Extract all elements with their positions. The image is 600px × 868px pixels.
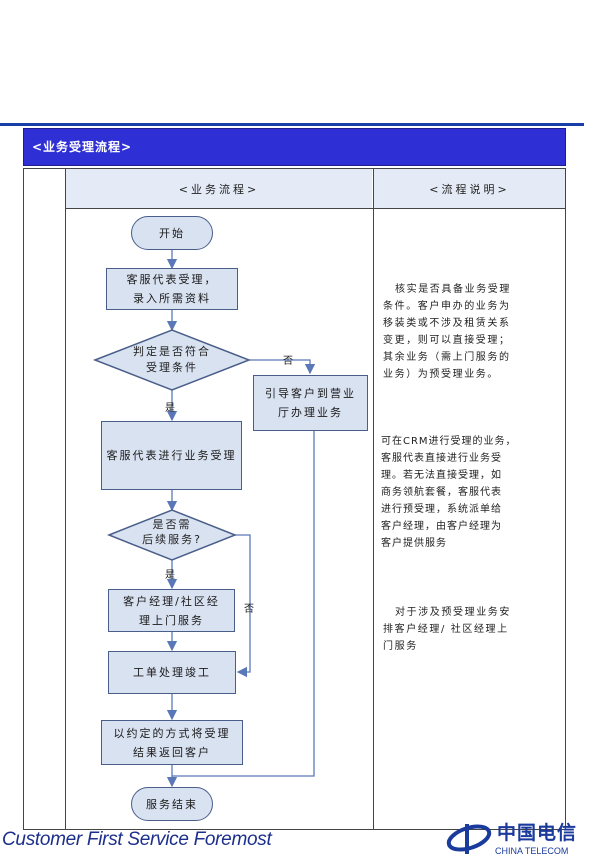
visit-line-1: 客户经理/社区经: [123, 594, 220, 608]
arrow-followup-complete: [233, 534, 251, 678]
note-crm-process: 可在CRM进行受理的业务， 客服代表直接进行业务受 理。若无法直接受理，如 商务…: [381, 433, 563, 552]
complete-node: 工单处理竣工: [108, 651, 236, 694]
arrow-guide-end: [172, 431, 315, 777]
note2-line-5: 进行预受理，系统派单给: [381, 504, 502, 515]
process-node: 客服代表进行业务受理: [101, 421, 242, 490]
end-node: 服务结束: [131, 787, 213, 821]
logo-chinese-name: 中国电信: [497, 822, 578, 844]
note-accept-condition: 核实是否具备业务受理 条件。客户申办的业务为 移装类或不涉及租赁关系 变更，则可…: [383, 281, 561, 383]
accept-line-1: 客服代表受理，: [126, 273, 218, 286]
desc-header-cell: [374, 169, 565, 208]
arrow-check-guide: [249, 359, 316, 375]
return-line-1: 以约定的方式将受理: [113, 726, 231, 740]
check-diamond: [92, 329, 252, 391]
desc-column-header: <流程说明>: [429, 183, 510, 196]
note1-line-5: 其余业务（需上门服务的: [383, 352, 511, 363]
guide-node: 引导客户到营业 厅办理业务: [253, 375, 368, 431]
yes-label-2: 是: [165, 570, 175, 581]
check-line-1: 判定是否符合: [133, 345, 211, 358]
accept-line-2: 录入所需资料: [133, 292, 211, 305]
col-divider-right: [373, 168, 374, 830]
note1-line-4: 变更，则可以直接受理；: [383, 335, 511, 346]
note1-line-6: 业务）为预受理业务。: [383, 369, 499, 380]
flow-header-cell: [66, 169, 372, 208]
no-label-1: 否: [283, 356, 293, 367]
followup-diamond: [106, 509, 238, 561]
followup-label: 是否需 后续服务?: [125, 517, 219, 547]
guide-line-1: 引导客户到营业: [265, 387, 356, 400]
footer-slogan: Customer First Service Foremost: [2, 829, 272, 850]
china-telecom-logo-icon: [446, 824, 492, 854]
top-rule: [0, 123, 584, 126]
note1-line-3: 移装类或不涉及租赁关系: [383, 318, 511, 329]
note2-line-3: 理。若无法直接受理，如: [381, 470, 502, 481]
return-node: 以约定的方式将受理 结果返回客户: [101, 720, 243, 765]
visit-line-2: 理上门服务: [139, 613, 204, 627]
header-row-divider: [65, 208, 566, 209]
note3-line-2: 排客户经理/ 社区经理上: [383, 624, 509, 635]
check-line-2: 受理条件: [146, 361, 198, 374]
note2-line-7: 客户提供服务: [381, 538, 447, 549]
yes-label-1: 是: [165, 403, 175, 414]
guide-line-2: 厅办理业务: [278, 406, 343, 419]
logo-english-name: CHINA TELECOM: [495, 846, 569, 856]
note3-line-3: 门服务: [383, 641, 418, 652]
note1-line-2: 条件。客户申办的业务为: [383, 301, 511, 312]
note1-line-1: 核实是否具备业务受理: [395, 284, 511, 295]
col-divider-left: [65, 168, 66, 830]
note-visit-service: 对于涉及预受理业务安 排客户经理/ 社区经理上 门服务: [383, 604, 561, 655]
note2-line-6: 客户经理，由客户经理为: [381, 521, 502, 532]
note3-line-1: 对于涉及预受理业务安: [395, 607, 511, 618]
note2-line-1: 可在CRM进行受理的业务，: [381, 436, 517, 447]
visit-node: 客户经理/社区经 理上门服务: [108, 589, 235, 632]
flow-column-header: <业务流程>: [178, 183, 260, 196]
followup-line-1: 是否需: [152, 518, 192, 531]
note2-line-2: 客服代表直接进行业务受: [381, 453, 502, 464]
accept-node: 客服代表受理， 录入所需资料: [106, 268, 238, 310]
note2-line-4: 商务领航套餐，客服代表: [381, 487, 502, 498]
check-label: 判定是否符合 受理条件: [125, 344, 219, 376]
return-line-2: 结果返回客户: [133, 745, 211, 759]
start-node: 开始: [131, 216, 213, 250]
no-label-2: 否: [244, 604, 254, 615]
section-banner: <业务受理流程>: [23, 128, 566, 166]
followup-line-2: 后续服务?: [142, 533, 202, 546]
